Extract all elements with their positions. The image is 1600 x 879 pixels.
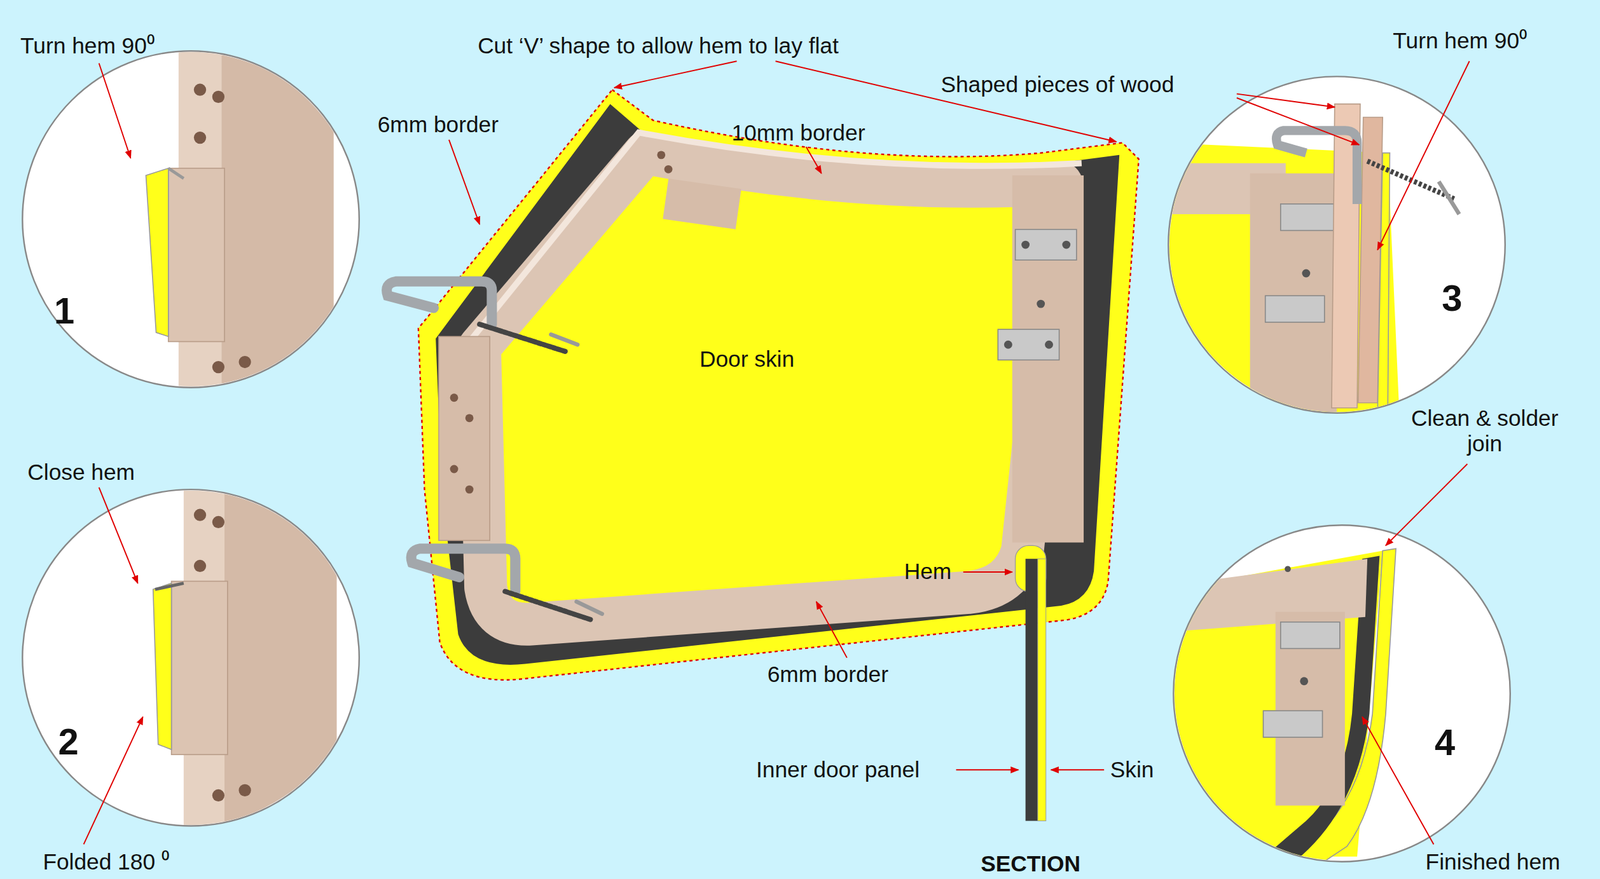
detail-circle (22, 40, 360, 429)
part-label: Door skin (699, 346, 795, 373)
callout-label: Skin (1110, 757, 1155, 784)
detail-circle (1163, 76, 1506, 429)
callout-label: Inner door panel (756, 757, 920, 784)
callout-label: Shaped pieces of wood (940, 71, 1174, 98)
callout-number: 4 (1434, 721, 1456, 764)
callout-number: 2 (57, 720, 79, 763)
callout-label: Finished hem (1425, 849, 1561, 876)
detail-circle (1158, 525, 1511, 867)
callout-label: 10mm border (731, 119, 865, 146)
hem-section (1015, 545, 1047, 821)
callout-number: 3 (1441, 276, 1463, 319)
callout-label: Hem (904, 558, 952, 585)
callout-label: 6mm border (377, 111, 499, 138)
detail-circle (22, 479, 360, 868)
callout-number: 1 (54, 289, 75, 332)
callout-label: Close hem (27, 459, 135, 486)
leader-lines (83, 61, 1470, 845)
clamp (386, 281, 603, 621)
callout-label: Turn hem 90⁰ (20, 33, 155, 60)
callout-label: Folded 180 ⁰ (42, 849, 169, 876)
callout-label: Turn hem 90⁰ (1392, 27, 1527, 55)
callout-label: 6mm border (767, 661, 889, 688)
callout-label: Clean & solder join (1397, 405, 1572, 458)
callout-label: Cut ‘V’ shape to allow hem to lay flat (477, 33, 839, 60)
section-title: SECTION (980, 850, 1081, 877)
